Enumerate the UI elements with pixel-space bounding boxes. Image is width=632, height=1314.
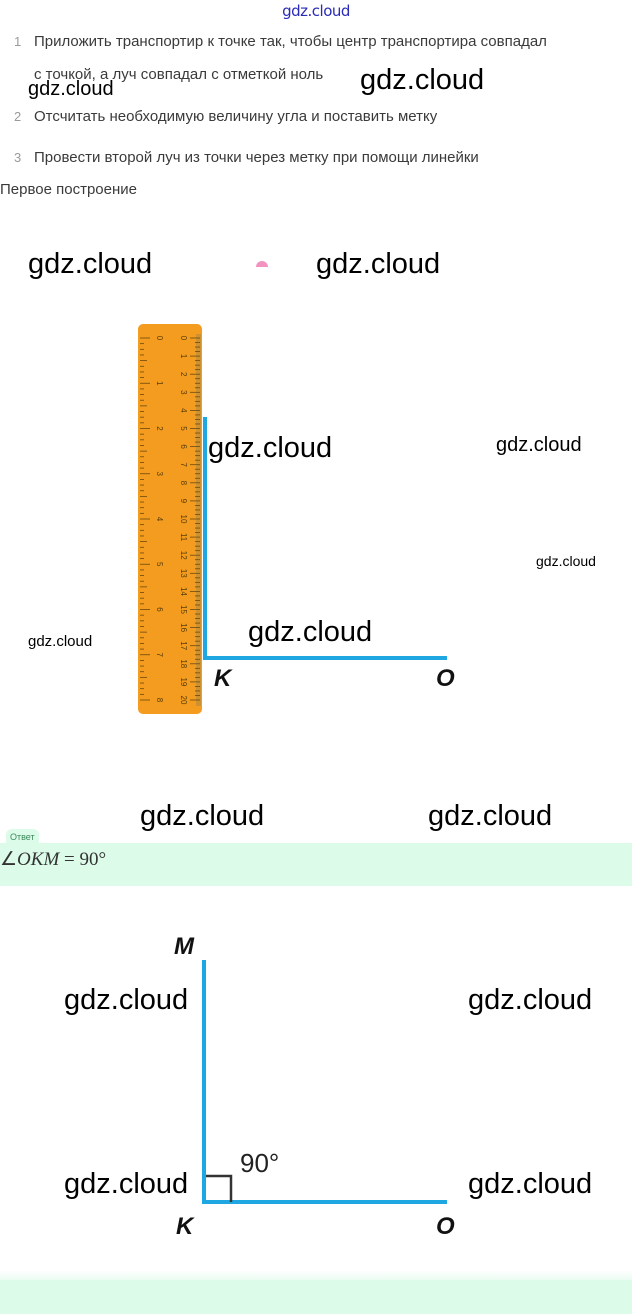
ruler xyxy=(138,324,202,714)
step-number: 2 xyxy=(14,109,22,124)
step-text: Отсчитать необходимую величину угла и по… xyxy=(34,108,438,125)
watermark: gdz.cloud xyxy=(140,800,265,832)
point-k-label: K xyxy=(176,1213,195,1240)
ruler-inch-label: 9 xyxy=(179,499,188,504)
bottom-fade xyxy=(0,1270,632,1282)
watermark: gdz.cloud xyxy=(64,984,189,1016)
equals-sign: = xyxy=(64,849,75,870)
pink-mark xyxy=(256,261,268,267)
ruler-inch-label: 15 xyxy=(179,605,188,614)
figure-answer-angle: M 90° K O xyxy=(174,933,455,1240)
ruler-cm-label: 3 xyxy=(155,472,164,477)
ruler-cm-label: 2 xyxy=(155,426,164,431)
ruler-inch-label: 11 xyxy=(179,533,188,542)
ruler-ticks xyxy=(140,337,200,701)
answer-label: Ответ xyxy=(6,829,39,843)
ruler-body xyxy=(138,324,202,714)
ruler-cm-labels: 0 1 2 3 4 5 6 7 8 xyxy=(155,336,164,703)
step-number: 3 xyxy=(14,150,22,165)
answer-box xyxy=(0,843,632,886)
step-3: 3 Провести второй луч из точки через метк… xyxy=(14,149,479,166)
step-1-continuation: с точкой, а луч совпадал с отметкой ноль xyxy=(34,66,324,83)
point-k-label: K xyxy=(214,665,233,692)
ruler-inch-label: 8 xyxy=(179,481,188,486)
watermark: gdz.cloud xyxy=(208,432,333,464)
point-o-label: O xyxy=(436,1213,455,1240)
ruler-inch-label: 18 xyxy=(179,659,188,668)
ruler-inch-label: 7 xyxy=(179,462,188,467)
watermark: gdz.cloud xyxy=(428,800,553,832)
point-m-label: M xyxy=(174,933,195,960)
ruler-inch-label: 14 xyxy=(179,587,188,596)
bottom-answer-band xyxy=(0,1280,632,1314)
angle-name: OKM xyxy=(17,849,60,870)
ruler-inch-label: 19 xyxy=(179,677,188,686)
right-angle-marker xyxy=(206,1174,233,1202)
ruler-inch-label: 17 xyxy=(179,641,188,650)
step-text: Приложить транспортир к точке так, чтобы… xyxy=(34,33,547,50)
ruler-inch-label: 6 xyxy=(179,444,188,449)
watermark: gdz.cloud xyxy=(28,248,153,280)
ruler-cm-label: 8 xyxy=(155,698,164,703)
ruler-inch-label: 12 xyxy=(179,551,188,560)
watermark: gdz.cloud xyxy=(468,1168,593,1200)
ruler-cm-label: 4 xyxy=(155,517,164,522)
angle-symbol: ∠ xyxy=(0,849,18,870)
step-2: 2 Отсчитать необходимую величину угла и п… xyxy=(14,108,437,125)
ruler-inch-label: 10 xyxy=(179,515,188,524)
ruler-inch-label: 20 xyxy=(179,696,188,705)
point-o-label: O xyxy=(436,665,455,692)
watermark: gdz.cloud xyxy=(64,1168,189,1200)
ruler-inch-label: 4 xyxy=(179,408,188,413)
angle-value: 90° xyxy=(79,849,107,870)
ruler-edge-ticks xyxy=(196,334,201,706)
watermark: gdz.cloud xyxy=(360,64,485,96)
header-watermark: gdz.cloud xyxy=(282,2,350,20)
watermark: gdz.cloud xyxy=(536,553,596,569)
angle-value-label: 90° xyxy=(240,1148,279,1178)
watermark: gdz.cloud xyxy=(28,78,114,100)
step-text: Провести второй луч из точки через метку… xyxy=(34,149,479,166)
watermark: gdz.cloud xyxy=(496,434,582,456)
ruler-cm-label: 1 xyxy=(155,381,164,386)
step-number: 1 xyxy=(14,34,22,49)
ruler-cm-label: 5 xyxy=(155,562,164,567)
ruler-inch-label: 0 xyxy=(179,336,188,341)
ruler-inch-label: 16 xyxy=(179,623,188,632)
watermark: gdz.cloud xyxy=(28,633,93,650)
watermark: gdz.cloud xyxy=(248,616,373,648)
ruler-cm-label: 0 xyxy=(155,336,164,341)
step-1: 1 Приложить транспортир к точке так, чтоб… xyxy=(14,33,547,50)
answer-formula: ∠OKM = 90° xyxy=(0,848,106,871)
ruler-cm-label: 7 xyxy=(155,653,164,658)
ruler-cm-label: 6 xyxy=(155,607,164,612)
watermark: gdz.cloud xyxy=(316,248,441,280)
watermark: gdz.cloud xyxy=(468,984,593,1016)
ruler-inch-label: 5 xyxy=(179,426,188,431)
ruler-inch-label: 1 xyxy=(179,354,188,359)
ruler-inch-label: 3 xyxy=(179,390,188,395)
ruler-inch-label: 2 xyxy=(179,372,188,377)
section-title: Первое построение xyxy=(0,181,137,198)
ruler-inch-label: 13 xyxy=(179,569,188,578)
